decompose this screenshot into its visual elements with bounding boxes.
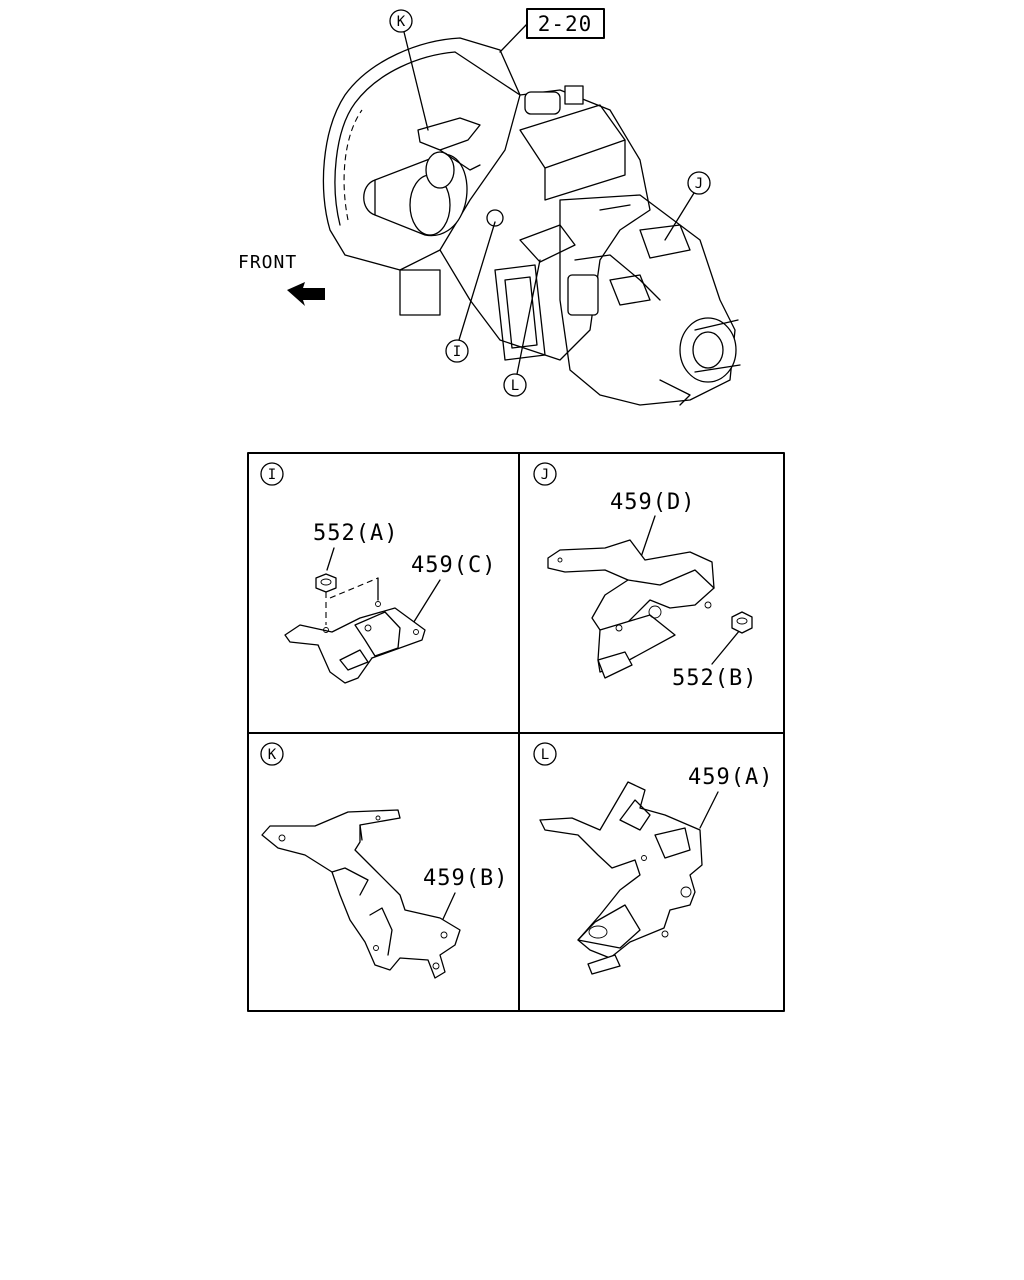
part-label-459c: 459(C) bbox=[411, 553, 496, 578]
svg-text:L: L bbox=[511, 378, 519, 394]
part-label-459d: 459(D) bbox=[610, 490, 695, 515]
svg-text:K: K bbox=[397, 14, 406, 30]
callout-l: L bbox=[503, 259, 541, 397]
part-label-459a: 459(A) bbox=[688, 765, 773, 790]
callout-i: I bbox=[445, 221, 496, 363]
panel-k: K 459(B) bbox=[260, 742, 508, 979]
detail-grid bbox=[247, 452, 785, 1012]
front-arrow-icon bbox=[287, 282, 325, 306]
front-label: FRONT bbox=[238, 252, 297, 273]
svg-text:I: I bbox=[453, 344, 461, 360]
page-reference: 2-20 bbox=[538, 12, 593, 36]
part-label-552a: 552(A) bbox=[313, 521, 398, 546]
callout-j: J bbox=[664, 171, 711, 241]
callout-k: K bbox=[389, 9, 429, 131]
transmission-overview bbox=[322, 37, 741, 406]
panel-i-letter: I bbox=[268, 467, 276, 483]
panel-i: I 552(A) 459(C) bbox=[260, 462, 496, 684]
panel-l: L 459(A) bbox=[533, 742, 773, 975]
panel-j: J 459(D) 552(B) bbox=[533, 462, 757, 691]
panel-j-letter: J bbox=[541, 467, 549, 483]
svg-text:J: J bbox=[695, 176, 703, 192]
part-label-459b: 459(B) bbox=[423, 866, 508, 891]
panel-l-letter: L bbox=[541, 747, 549, 763]
part-label-552b: 552(B) bbox=[672, 666, 757, 691]
panel-k-letter: K bbox=[268, 747, 277, 763]
